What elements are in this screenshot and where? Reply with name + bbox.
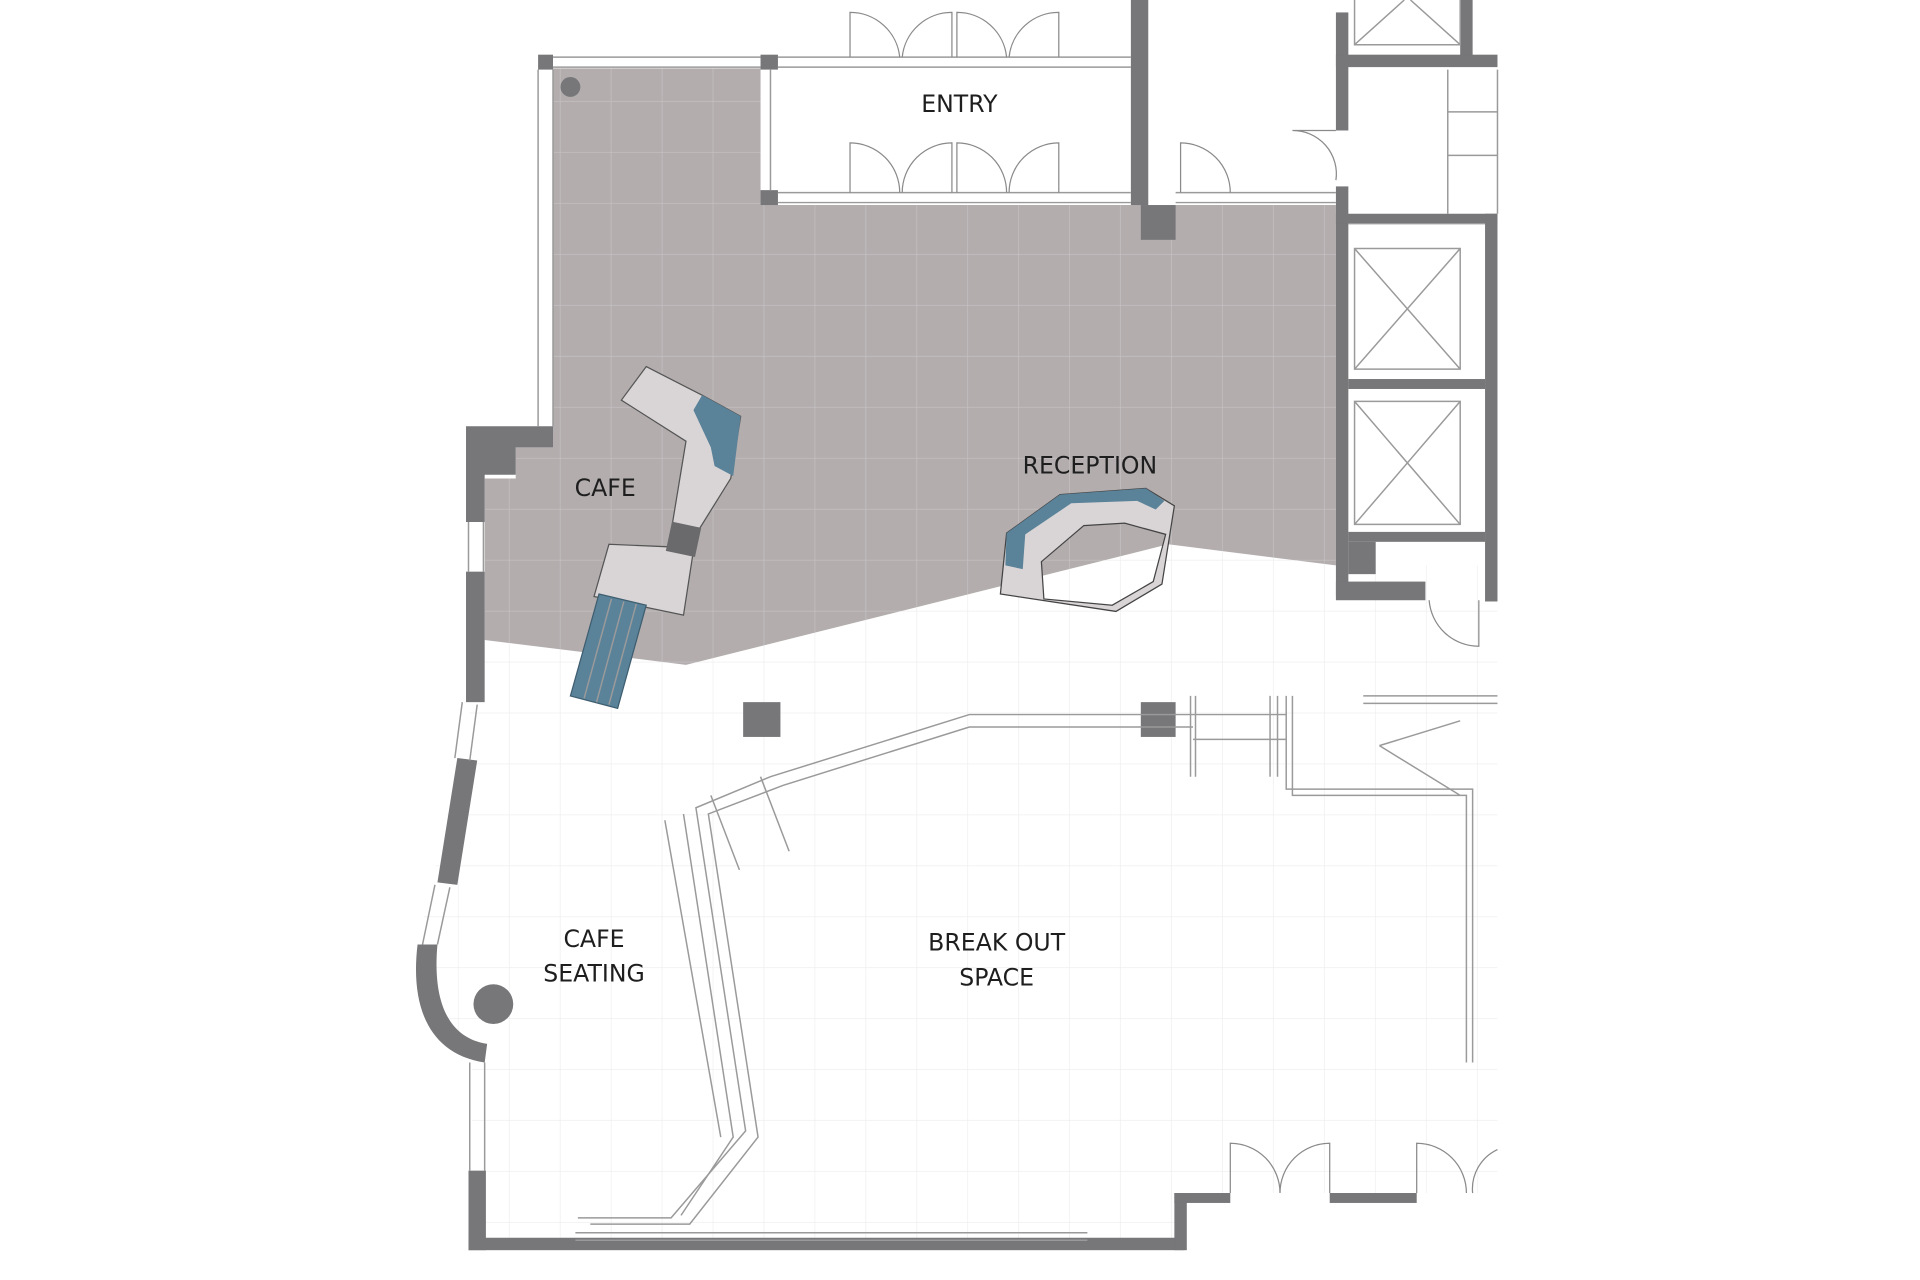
room-label-cafe: CAFE: [575, 474, 636, 502]
room-label-cafe-seating-1: CAFE: [563, 925, 624, 953]
room-label-break-out-1: BREAK OUT: [928, 929, 1066, 957]
room-label-entry: ENTRY: [921, 90, 998, 118]
doors: [849, 11, 1498, 1194]
window-lines: [421, 0, 1499, 1241]
room-label-break-out-2: SPACE: [959, 963, 1034, 991]
room-label-cafe-seating-2: SEATING: [543, 960, 645, 988]
cafe-counter: [569, 365, 742, 710]
reception-desk: [999, 487, 1176, 613]
room-label-reception: RECEPTION: [1023, 451, 1158, 479]
white-floor: [422, 544, 1498, 1243]
